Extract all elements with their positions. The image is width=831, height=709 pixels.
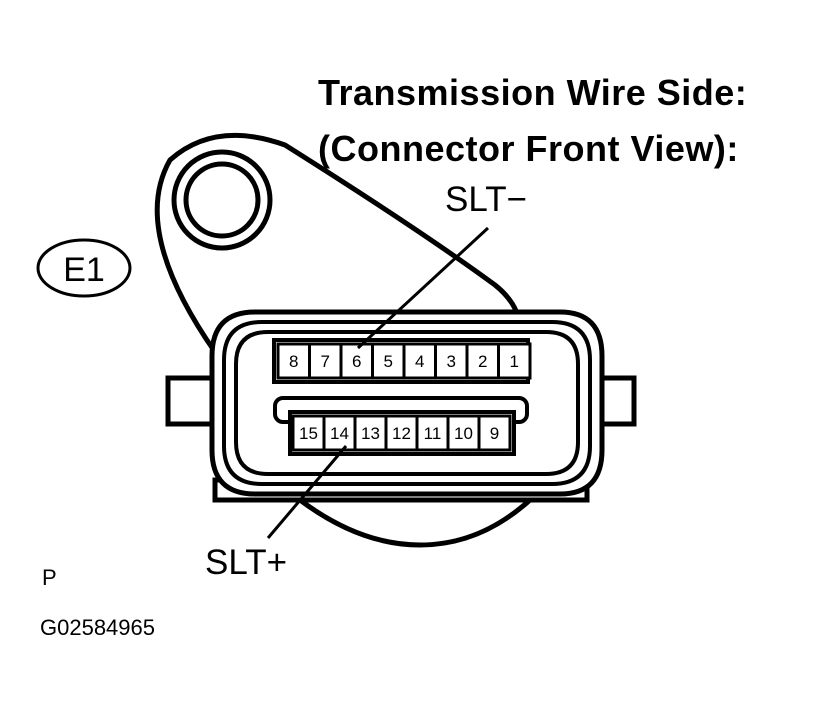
top-row-pin-1: 1 — [510, 352, 519, 371]
slt-plus-leader — [266, 445, 348, 539]
bottom-row-cavity-14 — [322, 414, 357, 452]
connector-id-badge — [36, 238, 132, 298]
bottom-row-pin-12: 12 — [392, 424, 411, 443]
top-row-cavity-6 — [339, 342, 374, 380]
figure-code: G02584965 — [40, 615, 155, 640]
bottom-row-pin-14: 14 — [330, 424, 349, 443]
corner-code: P — [42, 565, 57, 590]
bottom-row-pin-10: 10 — [454, 424, 473, 443]
top-row-pin-4: 4 — [415, 352, 424, 371]
title-line-1: Transmission Wire Side: — [318, 72, 748, 113]
bottom-row-pin-15: 15 — [299, 424, 318, 443]
mounting-plate-bottom — [298, 497, 532, 548]
top-row-pin-6: 6 — [352, 352, 361, 371]
bottom-row-pin-13: 13 — [361, 424, 380, 443]
top-row-pin-7: 7 — [321, 352, 330, 371]
top-row-pin-2: 2 — [478, 352, 487, 371]
title-line-2: (Connector Front View): — [318, 128, 739, 169]
top-row-pin-8: 8 — [289, 352, 298, 371]
slt-minus-label: SLT− — [445, 180, 528, 219]
top-row-cavity-2 — [465, 342, 500, 380]
slt-plus-label: SLT+ — [205, 543, 288, 582]
top-row-pin-5: 5 — [384, 352, 393, 371]
top-row-pin-3: 3 — [447, 352, 456, 371]
bottom-row-pin-11: 11 — [424, 424, 442, 443]
top-row-cavity-1 — [497, 342, 532, 380]
mounting-hole-inner — [183, 161, 261, 239]
connector-id-label: E1 — [63, 251, 105, 289]
top-row-cavity-4 — [402, 342, 437, 380]
slt-minus-leader — [356, 226, 490, 350]
bottom-row-pin-9: 9 — [490, 424, 499, 443]
mounting-plate — [154, 132, 523, 354]
bottom-row-cavity-9 — [477, 414, 512, 452]
bottom-row-cavity-10 — [446, 414, 481, 452]
bottom-row-cavity-15 — [291, 414, 326, 452]
top-row-cavity-8 — [276, 342, 311, 380]
